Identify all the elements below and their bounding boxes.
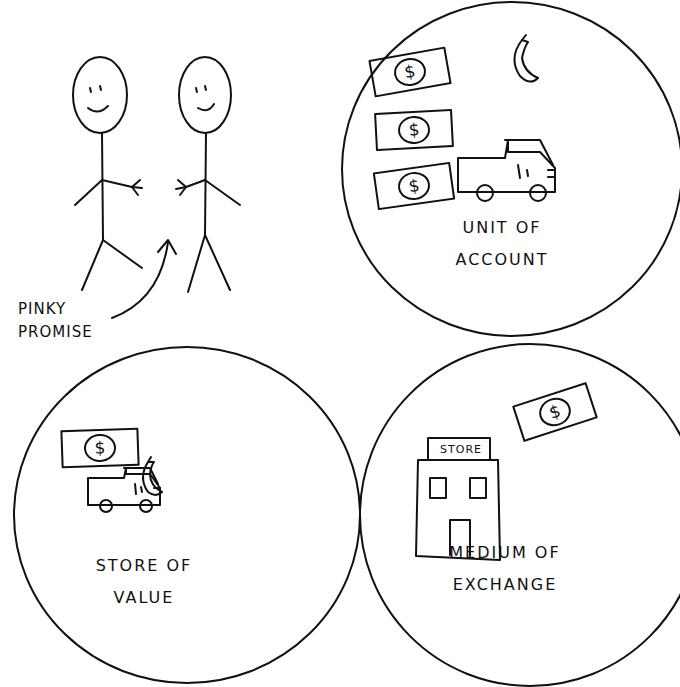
currency-symbol: $ [408, 121, 420, 139]
dollar-bill [61, 429, 138, 468]
circle-outline [12, 345, 362, 685]
concept-circle: STORE OF VALUE [12, 345, 362, 685]
dollar-bill [513, 383, 596, 441]
concept-circle: UNIT OF ACCOUNT [340, 0, 680, 338]
concept-label: STORE OF VALUE [82, 550, 206, 614]
truck [458, 140, 555, 201]
circle-outline [360, 344, 680, 686]
currency-symbol: $ [547, 402, 563, 422]
dollar-bill [374, 163, 454, 209]
dollar-bill [369, 48, 450, 97]
leader-arrow [112, 240, 176, 318]
annotation-label: PINKY PROMISE [18, 298, 114, 343]
stick-figure [73, 57, 142, 290]
concept-label: MEDIUM OF EXCHANGE [430, 537, 580, 601]
circle-outline [342, 2, 680, 336]
dollar-bill [375, 110, 453, 150]
store-building [416, 438, 500, 560]
stick-figure [176, 57, 240, 292]
currency-symbol: $ [94, 439, 105, 456]
truck [88, 468, 160, 512]
currency-symbol: $ [407, 177, 420, 195]
circle-outline [358, 342, 680, 687]
concept-label: UNIT OF ACCOUNT [440, 212, 564, 276]
banana [514, 35, 538, 82]
circle-outline [340, 0, 680, 338]
concept-circle: MEDIUM OF EXCHANGE [358, 342, 680, 687]
store-sign: STORE [431, 440, 491, 460]
currency-symbol: $ [403, 63, 417, 82]
circle-outline [14, 347, 360, 683]
